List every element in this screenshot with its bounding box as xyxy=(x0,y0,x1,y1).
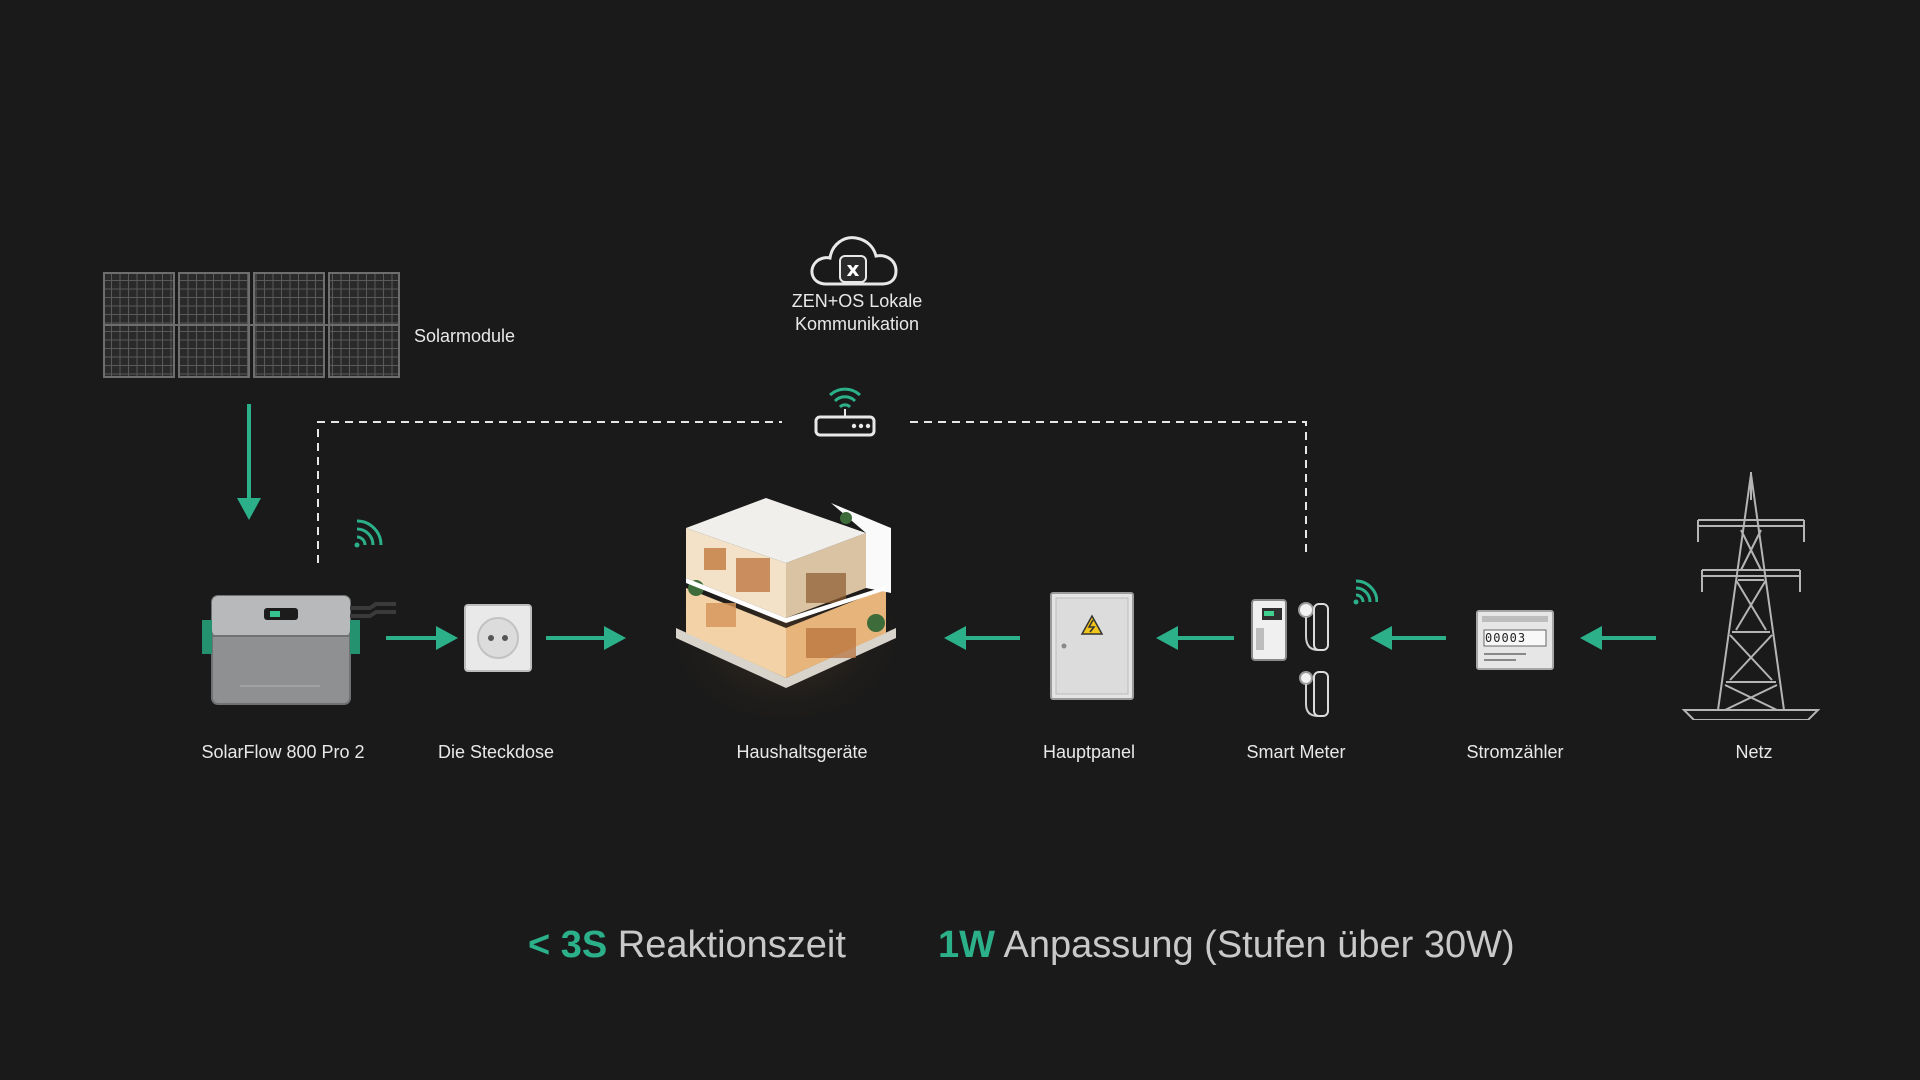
arrow-left-3 xyxy=(1370,626,1446,650)
dashed-line-right xyxy=(910,421,1307,558)
solarflow-label: SolarFlow 800 Pro 2 xyxy=(201,742,365,762)
socket-icon xyxy=(464,604,532,672)
power-tower-icon xyxy=(1678,470,1824,720)
wifi-signal-icon xyxy=(352,516,386,550)
dashed-line-left xyxy=(317,421,782,563)
reaction-stat: < 3S Reaktionszeit xyxy=(528,924,846,967)
grid-label: Netz xyxy=(1735,742,1773,762)
adjust-stat: 1W Anpassung (Stufen über 30W) xyxy=(938,924,1515,967)
electric-panel-icon xyxy=(1050,592,1134,700)
cloud-label: ZEN+OS Lokale Kommunikation xyxy=(772,290,942,336)
adjust-label: Anpassung (Stufen über 30W) xyxy=(1003,924,1515,966)
cloud-label-line2: Kommunikation xyxy=(794,314,920,334)
arrow-left-1 xyxy=(944,626,1020,650)
meter-display: 00003 xyxy=(1485,631,1527,645)
smart-meter-label: Smart Meter xyxy=(1246,742,1346,762)
smart-meter-icon xyxy=(1248,576,1378,730)
adjust-value: 1W xyxy=(938,924,995,966)
router-icon xyxy=(812,381,882,441)
reaction-value: < 3S xyxy=(528,924,608,966)
arrow-left-4 xyxy=(1580,626,1656,650)
arrow-down-solar xyxy=(237,404,261,520)
house-icon xyxy=(666,478,906,718)
electricity-meter-label: Stromzähler xyxy=(1466,742,1564,762)
battery-unit-icon xyxy=(200,590,410,708)
reaction-label: Reaktionszeit xyxy=(617,924,846,966)
svg-text:x: x xyxy=(847,257,860,281)
electricity-meter-icon: 00003 xyxy=(1476,610,1554,670)
arrow-right-2 xyxy=(546,626,626,650)
cloud-x-icon: x xyxy=(806,228,902,290)
main-panel-label: Hauptpanel xyxy=(1042,742,1136,762)
house-label: Haushaltsgeräte xyxy=(736,742,868,762)
cloud-label-line1: ZEN+OS Lokale xyxy=(791,291,923,311)
arrow-right-1 xyxy=(386,626,458,650)
solar-panel-icon xyxy=(103,272,401,378)
solar-panels-label: Solarmodule xyxy=(414,326,516,346)
socket-label: Die Steckdose xyxy=(437,742,555,762)
arrow-left-2 xyxy=(1156,626,1234,650)
